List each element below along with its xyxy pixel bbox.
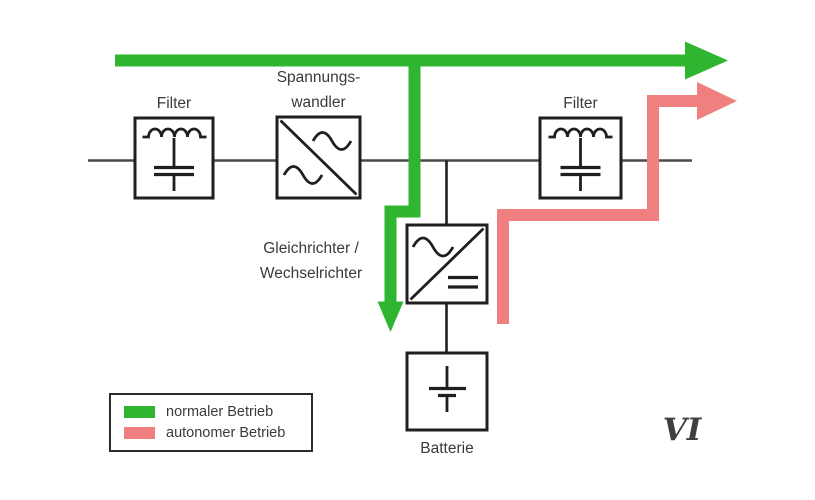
- rectifier-inverter-label-line1: Gleichrichter /: [263, 240, 359, 257]
- green-arrowhead-down-icon: [377, 301, 404, 332]
- filter-right-label: Filter: [563, 95, 598, 112]
- voltage-converter-label-line1: Spannungs-: [276, 69, 361, 86]
- red-arrowhead-right-icon: [697, 82, 737, 120]
- converter-diagonal: [409, 227, 485, 301]
- voltage-converter-box: [275, 115, 362, 200]
- green-swatch-icon: [124, 406, 155, 419]
- legend-box: normaler Betrieb autonomer Betrieb: [109, 393, 313, 452]
- legend-label-autonomous: autonomer Betrieb: [166, 424, 286, 441]
- legend-item-normal: normaler Betrieb: [124, 405, 311, 420]
- legend-item-autonomous: autonomer Betrieb: [124, 424, 311, 441]
- filter-left-label: Filter: [156, 95, 192, 112]
- inductor-icon: [548, 127, 613, 139]
- converter-diagonal: [279, 119, 358, 196]
- legend-label-normal: normaler Betrieb: [166, 404, 274, 420]
- filter-right-box: [538, 116, 623, 200]
- battery-icon: [429, 386, 466, 398]
- ac-sine-icon-bottom: [282, 165, 324, 185]
- dc-symbol-icon: [448, 275, 478, 289]
- inductor-icon: [142, 127, 207, 139]
- rectifier-inverter-label: Gleichrichter / Wechselrichter: [241, 236, 381, 286]
- green-arrowhead-right-icon: [685, 41, 728, 80]
- rectifier-inverter-box: [405, 223, 489, 305]
- filter-left-box: [133, 116, 215, 200]
- battery-label: Batterie: [420, 440, 474, 457]
- capacitor-icon: [560, 165, 601, 177]
- ac-sine-icon: [411, 236, 455, 258]
- red-flow-line: [497, 95, 699, 324]
- green-branch-flow-line: [384, 56, 421, 303]
- voltage-converter-label: Spannungs- wandler: [258, 66, 379, 115]
- green-flow-arrows: [115, 41, 728, 332]
- figure-number: VI: [662, 412, 702, 448]
- battery-box: [405, 351, 489, 432]
- rectifier-inverter-label-line2: Wechselrichter: [259, 265, 363, 282]
- red-flow-arrow: [497, 82, 737, 324]
- ac-sine-icon-top: [311, 131, 353, 151]
- red-swatch-icon: [124, 426, 155, 439]
- battery-outline: [405, 351, 489, 432]
- voltage-converter-label-line2: wandler: [291, 93, 346, 111]
- capacitor-icon: [154, 165, 194, 177]
